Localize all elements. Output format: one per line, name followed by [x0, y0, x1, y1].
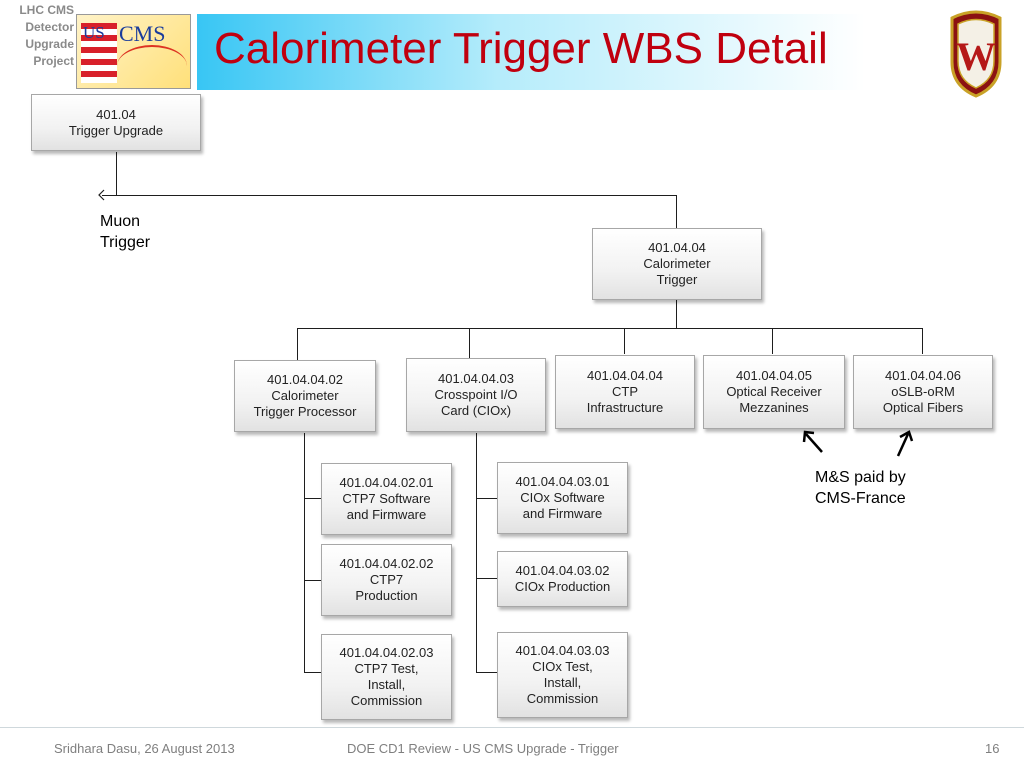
wbs-title: and Firmware — [346, 507, 427, 522]
wbs-title: Production — [355, 588, 418, 603]
wbs-code: 401.04.04 — [648, 240, 706, 255]
wbs-box-401-04-04-02-03: 401.04.04.02.03 CTP7 Test, Install, Comm… — [321, 634, 452, 720]
connector-line — [116, 152, 117, 195]
project-label-line: Upgrade — [25, 37, 74, 51]
wbs-code: 401.04.04.03.02 — [515, 563, 610, 578]
wbs-title: CTP7 Test, — [354, 661, 419, 676]
muon-trigger-line: Muon — [100, 213, 141, 230]
wbs-title: oSLB-oRM — [891, 384, 955, 399]
wbs-title: Calorimeter — [271, 388, 339, 403]
connector-line — [922, 328, 923, 354]
wbs-box-401-04-04-03-01: 401.04.04.03.01 CIOx Software and Firmwa… — [497, 462, 628, 534]
ms-paid-line: M&S paid by — [815, 469, 906, 486]
wbs-box-401-04: 401.04 Trigger Upgrade — [31, 94, 201, 151]
wbs-title: Trigger Processor — [253, 404, 357, 419]
wbs-box-401-04-04: 401.04.04 Calorimeter Trigger — [592, 228, 762, 300]
wbs-title: Commission — [350, 693, 423, 708]
project-label-line: LHC CMS — [19, 3, 74, 17]
wbs-title: CTP7 — [369, 572, 404, 587]
page-title: Calorimeter Trigger WBS Detail — [214, 24, 828, 73]
project-label: LHC CMS Detector Upgrade Project — [2, 2, 74, 70]
footer-author-date: Sridhara Dasu, 26 August 2013 — [54, 741, 235, 756]
wbs-title: Mezzanines — [739, 400, 809, 415]
wbs-code: 401.04.04.02.01 — [339, 475, 434, 490]
wbs-code: 401.04.04.03.01 — [515, 474, 610, 489]
wbs-code: 401.04.04.03 — [438, 371, 514, 386]
connector-line — [476, 672, 498, 673]
ms-paid-label: M&S paid by CMS-France — [815, 467, 906, 509]
wbs-box-401-04-04-03: 401.04.04.03 Crosspoint I/O Card (CIOx) — [406, 358, 546, 432]
wbs-box-401-04-04-06: 401.04.04.06 oSLB-oRM Optical Fibers — [853, 355, 993, 429]
connector-line — [304, 498, 322, 499]
wbs-box-401-04-04-05: 401.04.04.05 Optical Receiver Mezzanines — [703, 355, 845, 429]
wbs-title: Optical Receiver — [726, 384, 822, 399]
connector-line — [676, 300, 677, 328]
wbs-box-401-04-04-03-03: 401.04.04.03.03 CIOx Test, Install, Comm… — [497, 632, 628, 718]
logo-text-cms: CMS — [119, 21, 166, 46]
muon-trigger-line: Trigger — [100, 234, 151, 251]
connector-line — [772, 328, 773, 354]
wbs-title: and Firmware — [522, 506, 603, 521]
wbs-code: 401.04 — [96, 106, 136, 122]
connector-line — [304, 672, 322, 673]
connector-line — [476, 578, 498, 579]
connector-line — [304, 580, 322, 581]
crest-letter: W — [956, 34, 996, 79]
uw-crest-icon: W — [950, 10, 1002, 98]
footer-event: DOE CD1 Review - US CMS Upgrade - Trigge… — [347, 741, 619, 756]
title-bar — [197, 14, 865, 90]
logo-arc — [117, 45, 187, 87]
connector-line — [297, 328, 298, 360]
connector-line — [476, 498, 498, 499]
callout-arrow-icon — [802, 430, 823, 453]
wbs-box-401-04-04-03-02: 401.04.04.03.02 CIOx Production — [497, 551, 628, 607]
connector-line — [676, 195, 677, 228]
wbs-code: 401.04.04.05 — [736, 368, 812, 383]
logo-stripes — [81, 23, 117, 83]
wbs-code: 401.04.04.04 — [587, 368, 663, 383]
wbs-title: CTP — [612, 384, 638, 399]
wbs-box-401-04-04-04: 401.04.04.04 CTP Infrastructure — [555, 355, 695, 429]
wbs-title: Commission — [526, 691, 599, 706]
wbs-title: CIOx Production — [514, 579, 611, 594]
footer-divider — [0, 727, 1024, 728]
project-label-line: Project — [33, 54, 74, 68]
connector-line — [304, 433, 305, 673]
footer-page-number: 16 — [985, 741, 1000, 756]
logo-text-us: US — [83, 23, 105, 42]
wbs-title: CIOx Test, — [532, 659, 593, 674]
muon-arrow-icon — [98, 189, 105, 201]
connector-line — [469, 328, 470, 360]
us-cms-logo: US CMS — [76, 14, 191, 89]
wbs-title: Optical Fibers — [882, 400, 964, 415]
wbs-title: Crosspoint I/O — [434, 387, 518, 402]
connector-line — [102, 195, 677, 196]
connector-line — [476, 433, 477, 673]
wbs-title: Install, — [367, 677, 406, 692]
project-label-line: Detector — [25, 20, 74, 34]
connector-line — [624, 328, 625, 354]
wbs-code: 401.04.04.06 — [885, 368, 961, 383]
muon-trigger-label: Muon Trigger — [100, 211, 150, 253]
ms-paid-line: CMS-France — [815, 490, 906, 507]
wbs-title: CTP7 Software — [342, 491, 431, 506]
callout-arrow-icon — [896, 430, 914, 457]
wbs-title: Trigger — [656, 272, 698, 287]
wbs-title: Trigger Upgrade — [68, 122, 164, 138]
wbs-code: 401.04.04.02.02 — [339, 556, 434, 571]
wbs-title: Card (CIOx) — [440, 403, 512, 418]
wbs-title: Calorimeter — [643, 256, 711, 271]
wbs-code: 401.04.04.03.03 — [515, 643, 610, 658]
wbs-box-401-04-04-02-01: 401.04.04.02.01 CTP7 Software and Firmwa… — [321, 463, 452, 535]
wbs-code: 401.04.04.02 — [267, 372, 343, 387]
wbs-title: Install, — [543, 675, 582, 690]
wbs-box-401-04-04-02: 401.04.04.02 Calorimeter Trigger Process… — [234, 360, 376, 432]
wbs-title: CIOx Software — [520, 490, 605, 505]
wbs-title: Infrastructure — [586, 400, 664, 415]
wbs-code: 401.04.04.02.03 — [339, 645, 434, 660]
connector-line — [297, 328, 923, 329]
wbs-box-401-04-04-02-02: 401.04.04.02.02 CTP7 Production — [321, 544, 452, 616]
